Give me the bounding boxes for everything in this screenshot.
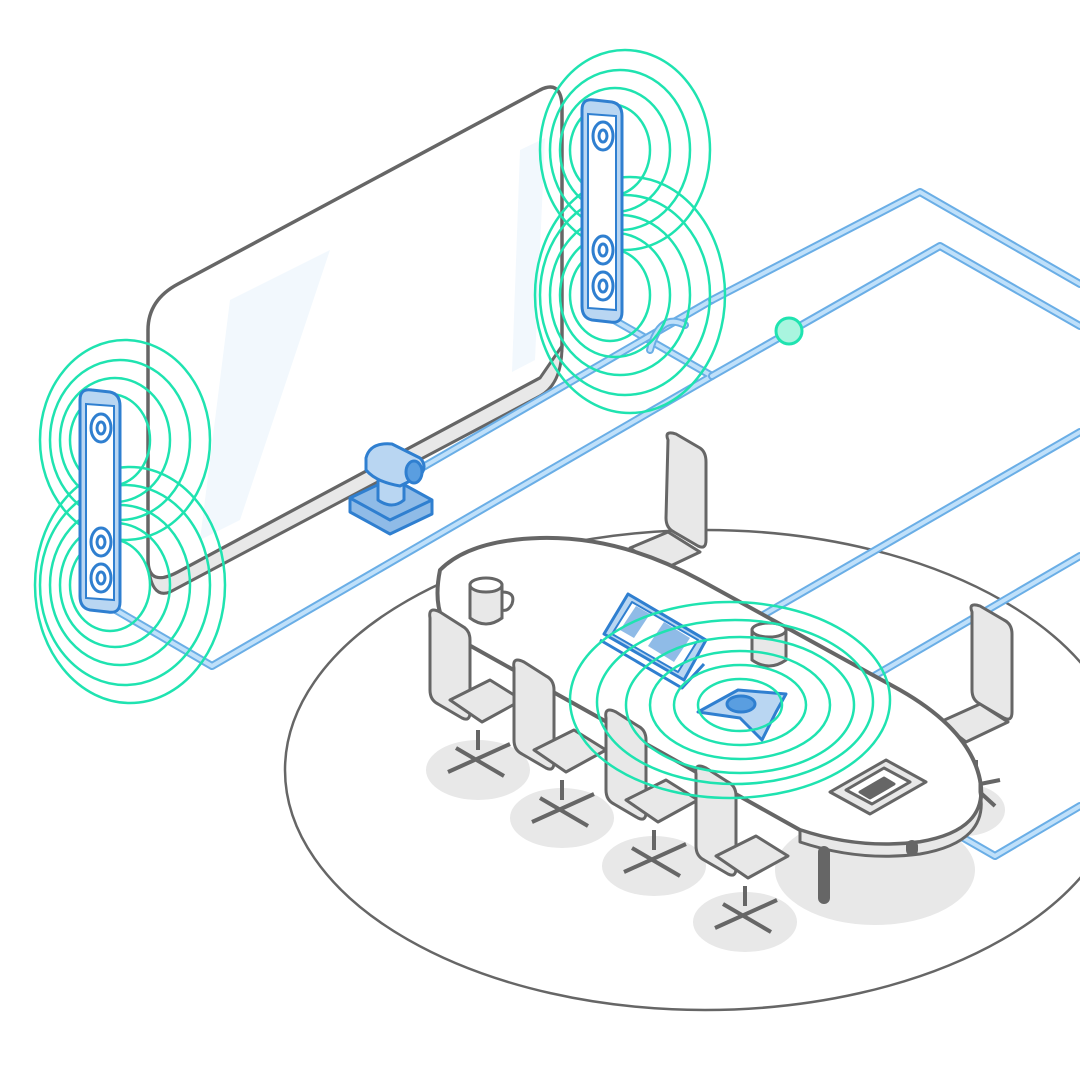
wall-speaker-left xyxy=(33,338,227,705)
mug-icon xyxy=(468,576,515,626)
cable-wall-run xyxy=(91,188,1080,670)
chair-front-4 xyxy=(694,764,790,934)
chair-front-2 xyxy=(512,658,608,828)
ptz-camera-icon xyxy=(348,442,434,536)
chair-back-top xyxy=(628,431,708,572)
network-node-icon xyxy=(774,316,804,346)
cup-icon xyxy=(750,621,788,668)
wall-display xyxy=(146,85,564,595)
wall-speaker-icon xyxy=(89,412,113,594)
signal-rings-right xyxy=(533,48,727,415)
tablet-icon xyxy=(599,592,708,690)
wall-speaker-right xyxy=(533,48,727,415)
signal-rings-table xyxy=(568,600,892,800)
connector-box-icon xyxy=(828,758,928,816)
wall-speaker-icon xyxy=(591,120,615,302)
